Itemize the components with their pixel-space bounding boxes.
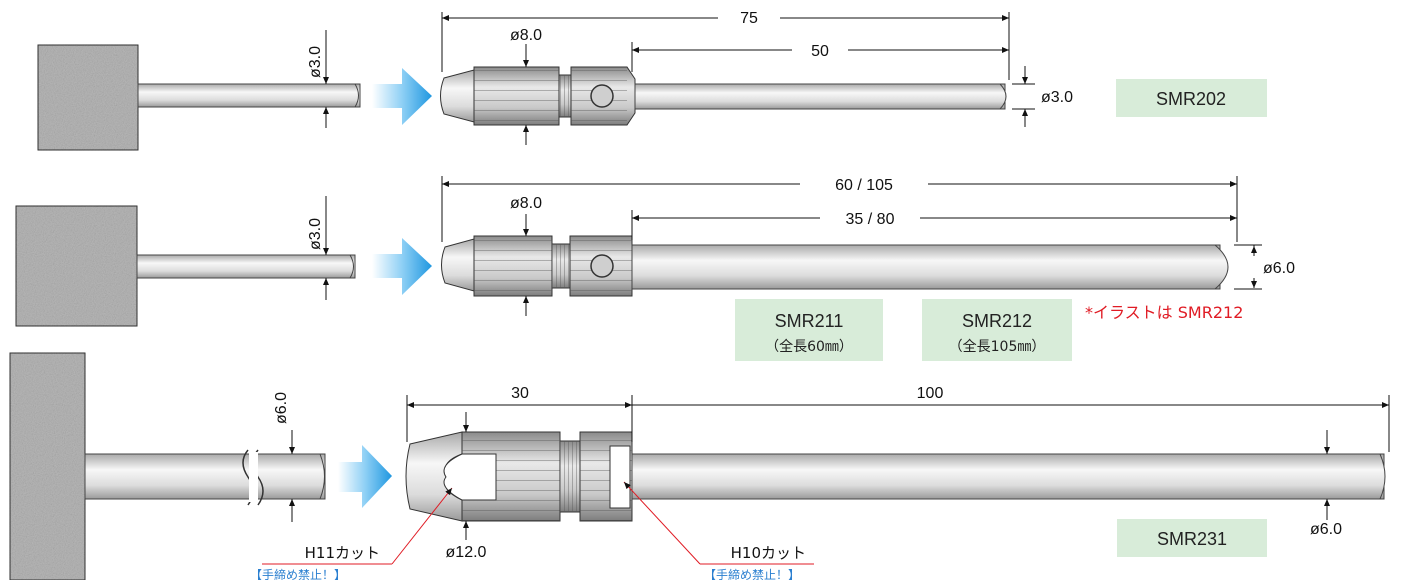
row2-model-a-sub: （全長60㎜） <box>765 338 853 355</box>
row1-probe-dia: ø3.0 <box>1041 89 1073 106</box>
row2-probe-dia: ø6.0 <box>1263 260 1295 277</box>
row3-cut-right: H10カット <box>731 544 806 562</box>
row1-body-dia: ø8.0 <box>510 27 542 44</box>
row1-model-badge <box>1116 79 1267 117</box>
row3-shank <box>84 449 326 506</box>
row1-shank-dia: ø3.0 <box>307 46 324 78</box>
arrow-icon <box>372 68 432 125</box>
row3-holder <box>405 431 1386 522</box>
row2-shank-dia: ø3.0 <box>307 218 324 250</box>
row3-body-length: 30 <box>511 385 529 402</box>
row2-model-b-sub: （全長105㎜） <box>949 338 1046 355</box>
row2-stone <box>15 205 138 327</box>
row1-holder <box>440 66 1007 126</box>
row3-model-badge <box>1117 519 1267 557</box>
row2-shank <box>136 254 356 279</box>
row2-illustration-note: *イラストは SMR212 <box>1085 303 1243 322</box>
row3-body-dia: ø12.0 <box>446 544 487 561</box>
row2-model-a: SMR211 <box>775 311 844 331</box>
arrow-icon <box>372 238 432 295</box>
row2-model-b: SMR212 <box>962 311 1032 331</box>
arrow-icon <box>338 445 392 508</box>
row3-cut-left-warning: 【手締め禁止！】 <box>250 567 346 580</box>
row2-model-b-badge <box>922 299 1072 361</box>
row2-total-length: 60 / 105 <box>835 177 893 194</box>
row3-cut-left: H11カット <box>305 544 380 562</box>
row3-cut-right-warning: 【手締め禁止！】 <box>704 567 800 580</box>
row2-holder <box>441 235 1229 297</box>
row3-model: SMR231 <box>1157 529 1227 549</box>
row3-stone <box>9 352 86 580</box>
row3-shank-dia: ø6.0 <box>273 392 290 424</box>
row3-probe-dia: ø6.0 <box>1310 521 1342 538</box>
row1-total-length: 75 <box>740 10 758 27</box>
row3-probe-length: 100 <box>917 385 944 402</box>
row1-model: SMR202 <box>1156 89 1226 109</box>
row1-shank <box>137 83 361 108</box>
row2-body-dia: ø8.0 <box>510 195 542 212</box>
row1-stone <box>37 44 139 151</box>
row2-model-a-badge <box>735 299 883 361</box>
row2-probe-length: 35 / 80 <box>846 211 895 228</box>
row1-probe-length: 50 <box>811 43 829 60</box>
